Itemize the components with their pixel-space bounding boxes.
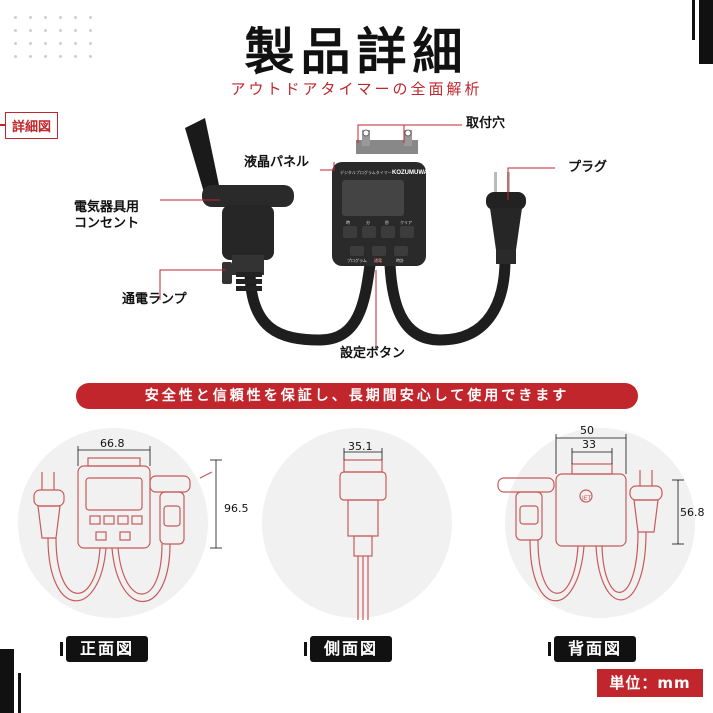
- device-brand-text: KOZUMUWAN: [392, 170, 432, 176]
- front-view-label: 正面図: [59, 636, 149, 662]
- decorative-dot-grid: [14, 16, 98, 62]
- callout-outlet-line2: コンセント: [74, 216, 140, 232]
- decorative-dot: [74, 55, 77, 58]
- page-title: 製品詳細: [244, 23, 469, 81]
- callout-outlet-line1: 電気器具用: [74, 200, 140, 215]
- timer-body: KOZUMUWAN デジタルプログラムタイマー 時 分 秒 クリア プログラム …: [332, 129, 432, 266]
- svg-text:分: 分: [366, 219, 370, 225]
- svg-text:通電: 通電: [374, 257, 382, 263]
- svg-text:クリア: クリア: [400, 219, 412, 225]
- decorative-dot: [29, 16, 32, 19]
- detail-tag-line: [0, 124, 6, 126]
- outlet-cover-lid: [185, 118, 220, 196]
- side-view-label: 側面図: [303, 636, 393, 662]
- decorative-dot: [44, 55, 47, 58]
- view-drawings: JET: [33, 434, 684, 620]
- side-view-drawing: [339, 459, 387, 620]
- setting-buttons: [343, 226, 414, 256]
- front-view-drawing: [33, 457, 213, 602]
- corner-thin-bar-top-right: [692, 0, 695, 40]
- decorative-dot: [14, 29, 17, 32]
- svg-text:秒: 秒: [385, 219, 389, 225]
- power-lamp: [222, 262, 232, 284]
- decorative-dot: [44, 16, 47, 19]
- outlet-unit: [185, 118, 294, 291]
- side-depth-dimension: 35.1: [348, 440, 373, 453]
- decorative-dot: [29, 42, 32, 45]
- front-width-dimension: 66.8: [100, 437, 125, 450]
- decorative-dot: [14, 42, 17, 45]
- plug-unit: [486, 172, 526, 264]
- corner-thin-bar-bottom-left: [18, 673, 21, 713]
- jet-certification-mark: JET: [581, 495, 592, 502]
- callout-mount-hole: 取付穴: [466, 116, 506, 131]
- decorative-dot: [29, 29, 32, 32]
- decorative-dot: [89, 16, 92, 19]
- decorative-dot: [44, 42, 47, 45]
- left-cable: [244, 264, 376, 346]
- decorative-dot: [14, 16, 17, 19]
- back-width-outer-dimension: 50: [580, 424, 594, 437]
- back-view-label: 背面図: [547, 636, 637, 662]
- svg-text:時計: 時計: [396, 257, 404, 263]
- svg-text:プログラム: プログラム: [347, 257, 367, 263]
- device-lcd-header-text: デジタルプログラムタイマー: [340, 169, 392, 175]
- decorative-dot: [89, 42, 92, 45]
- callout-setting-buttons: 設定ボタン: [340, 346, 406, 361]
- callout-lcd-panel: 液晶パネル: [244, 155, 310, 170]
- svg-text:時: 時: [346, 219, 350, 225]
- reliability-banner: 安全性と信頼性を保証し、長期間安心して使用できます: [76, 383, 638, 409]
- decorative-dot: [89, 55, 92, 58]
- decorative-dot: [59, 16, 62, 19]
- decorative-dot: [89, 29, 92, 32]
- decorative-dot: [59, 29, 62, 32]
- back-height-dimension: 56.8: [680, 506, 705, 519]
- back-width-inner-dimension: 33: [582, 438, 596, 451]
- decorative-dot: [74, 29, 77, 32]
- callout-power-lamp: 通電ランプ: [122, 292, 187, 307]
- right-cable: [384, 259, 511, 346]
- front-height-dimension: 96.5: [224, 502, 249, 515]
- callout-plug: プラグ: [568, 160, 608, 175]
- lcd-screen: [342, 180, 404, 216]
- decorative-dot: [74, 16, 77, 19]
- callout-outlet: 電気器具用 コンセント: [74, 200, 139, 233]
- back-view-drawing: [497, 463, 663, 602]
- product-illustration: KOZUMUWAN デジタルプログラムタイマー 時 分 秒 クリア プログラム …: [159, 118, 555, 346]
- mount-bracket: [356, 140, 418, 154]
- unit-label: 単位：mm: [597, 669, 703, 697]
- corner-bar-bottom-left: [0, 649, 14, 713]
- decorative-dot: [59, 55, 62, 58]
- decorative-dot: [59, 42, 62, 45]
- detail-diagram-tag: 詳細図: [5, 112, 59, 139]
- front-view-circle: [18, 428, 208, 618]
- decorative-dot: [29, 55, 32, 58]
- corner-bar-top-right: [699, 0, 713, 64]
- decorative-dot: [14, 55, 17, 58]
- decorative-dot: [74, 42, 77, 45]
- page-subtitle: アウトドアタイマーの全面解析: [230, 80, 483, 98]
- decorative-dot: [44, 29, 47, 32]
